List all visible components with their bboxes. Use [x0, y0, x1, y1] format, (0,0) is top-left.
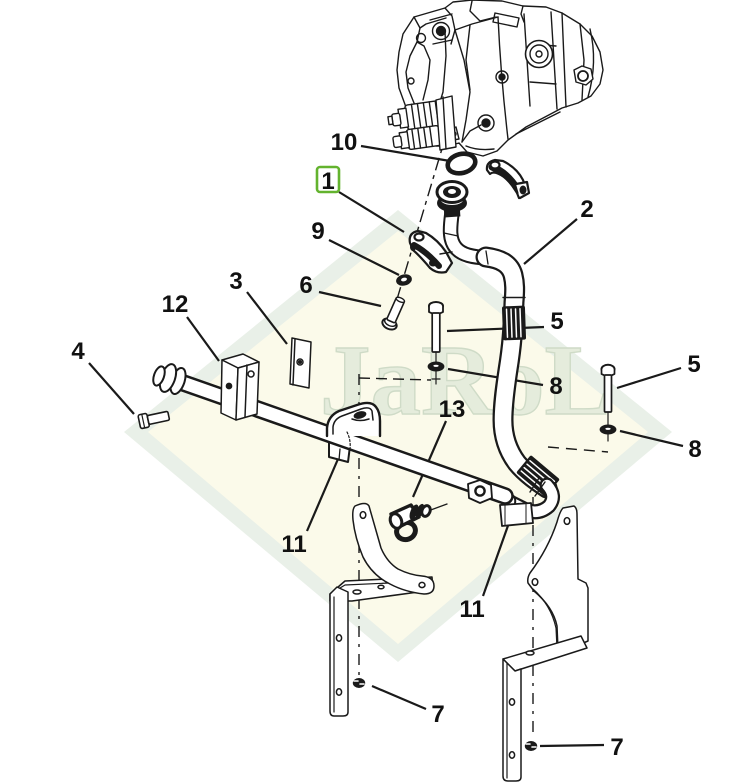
svg-text:1: 1 [321, 168, 334, 195]
svg-text:12: 12 [162, 291, 189, 318]
svg-text:9: 9 [311, 218, 324, 245]
svg-text:3: 3 [229, 268, 242, 295]
svg-text:6: 6 [299, 272, 312, 299]
svg-text:7: 7 [610, 734, 623, 761]
svg-text:13: 13 [439, 396, 466, 423]
svg-text:10: 10 [331, 129, 358, 156]
svg-text:8: 8 [549, 373, 562, 400]
svg-text:JaRoL: JaRoL [320, 324, 612, 436]
svg-text:2: 2 [580, 196, 593, 223]
svg-text:11: 11 [459, 596, 484, 623]
svg-text:5: 5 [550, 308, 563, 335]
svg-text:4: 4 [71, 338, 85, 365]
svg-text:7: 7 [431, 701, 444, 728]
svg-text:11: 11 [281, 531, 306, 558]
svg-text:5: 5 [687, 351, 700, 378]
svg-text:8: 8 [688, 436, 701, 463]
